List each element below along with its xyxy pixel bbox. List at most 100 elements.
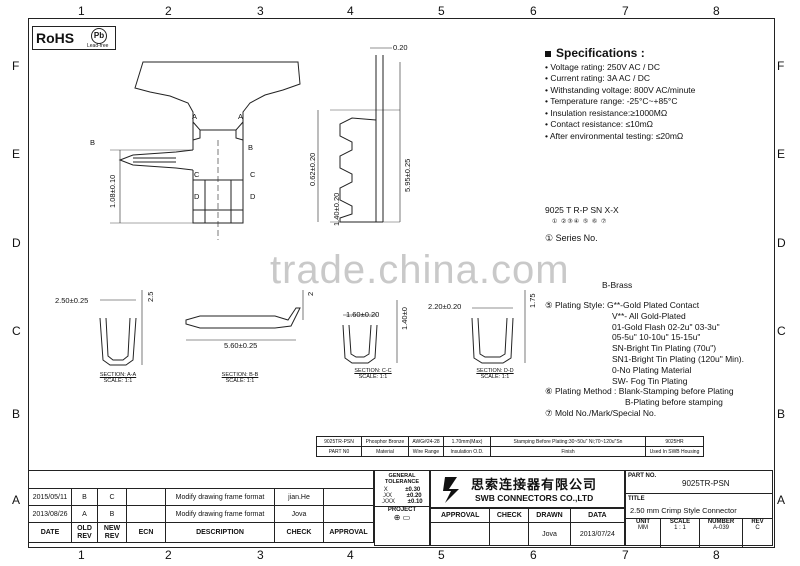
plating-line: B-Plating before stamping [625, 397, 723, 408]
title-value: 2.50 mm Crimp Style Connector [630, 506, 737, 515]
view-letter-d-left: D [194, 192, 200, 201]
signoff-data: DATA [569, 508, 626, 523]
rev-header-approval: APPROVAL [323, 522, 374, 543]
rev-header-old: OLD REV [71, 522, 98, 543]
part-cell: 1.70mm(Max) [443, 436, 491, 447]
dim-108: 1.08±0.10 [108, 174, 117, 208]
rev-value: C [755, 525, 760, 531]
part-cell: Insulation O.D. [443, 446, 491, 457]
company-name-en: SWB CONNECTORS CO.,LTD [475, 493, 594, 503]
plating-line: ⑥ Plating Method : Blank-Stamping before… [545, 386, 734, 397]
col-number-7: 7 [622, 4, 629, 18]
part-cell: Stamping Before Plating:30~50u" Ni;70~12… [490, 436, 646, 447]
signoff-date-value: 2013/07/24 [569, 522, 626, 546]
spec-item: Voltage rating: 250V AC / DC [545, 62, 775, 74]
row-letter-b: B [12, 407, 21, 421]
specifications: Specifications : Voltage rating: 250V AC… [545, 47, 775, 142]
unit-label: UNIT [636, 519, 650, 525]
company-block: 思索连接器有限公司 SWB CONNECTORS CO.,LTD [430, 470, 625, 508]
col-number-6-bottom: 6 [530, 548, 537, 562]
dim-220: 2.20±0.20 [428, 302, 462, 311]
dim-160: 1.60±0.20 [346, 310, 380, 319]
row-letter-a: A [12, 493, 21, 507]
dim-25-height: 2.5 [146, 291, 155, 302]
revision-table: 2015/05/11 B C Modify drawing frame form… [28, 488, 374, 543]
part-no-value: 9025TR-PSN [682, 479, 730, 488]
tolerance-key: .XXX [381, 499, 396, 505]
rev-header-ecn: ECN [126, 522, 166, 543]
part-code-indices: ① ②③④ ⑤ ⑥ ⑦ [552, 219, 608, 225]
part-no-label: PART NO. [628, 473, 657, 479]
lead-free-label: Lead-free [87, 43, 109, 49]
col-number-5: 5 [438, 4, 445, 18]
number-value: A-039 [712, 525, 729, 531]
rohs-badge: RoHS Pb Lead-free [32, 26, 116, 50]
signoff-check: CHECK [489, 508, 530, 523]
col-number-2-bottom: 2 [165, 548, 172, 562]
dim-140-cc: 1.40±0 [400, 307, 409, 330]
spec-item: Contact resistance: ≤10mΩ [545, 119, 775, 131]
rev-old: A [71, 505, 98, 523]
view-letter-b-right: B [248, 143, 254, 152]
rev-desc: Modify drawing frame format [165, 488, 275, 506]
tolerance-value: ±0.10 [407, 499, 423, 505]
part-cell: Wire Range [408, 446, 444, 457]
number-label: NUMBER [707, 519, 735, 525]
series-no: ① Series No. [545, 233, 598, 243]
row-letter-d: D [12, 236, 21, 250]
signoff-table: APPROVAL CHECK DRAWN DATA Jova 2013/07/2… [429, 508, 626, 546]
section-name-b: SECTION: B-B [221, 372, 259, 378]
plating-line: 05-5u" 10-10u" 15-15u" [612, 332, 701, 343]
rohs-label: RoHS [36, 30, 75, 46]
part-cell: AWG#24-28 [408, 436, 444, 447]
watermark: trade.china.com [270, 248, 570, 292]
rev-old: B [71, 488, 98, 506]
tolerance-row: X±0.30 [375, 487, 429, 493]
signoff-drawn: DRAWN [528, 508, 571, 523]
projection-icon: ⊕ ▭ [393, 513, 411, 522]
col-number-8-bottom: 8 [713, 548, 720, 562]
tolerance-title: GENERAL TOLERANCE [384, 473, 420, 485]
rev-header-check: CHECK [274, 522, 324, 543]
company-logo-icon [443, 477, 459, 503]
part-cell: PART N0 [316, 446, 362, 457]
part-cell: Material [361, 446, 409, 457]
col-number-5-bottom: 5 [438, 548, 445, 562]
section-scale-c: SCALE: 1:1 [358, 374, 388, 380]
col-number-4-bottom: 4 [347, 548, 354, 562]
view-letter-b-left: B [90, 138, 96, 147]
scale-value: 1 : 1 [674, 525, 686, 531]
section-label-b: SECTION: B-B SCALE: 1:1 [212, 372, 268, 384]
lead-free-icon: Pb [91, 28, 107, 44]
plating-line: ⑦ Mold No./Mark/Special No. [545, 407, 657, 418]
view-letter-c-left: C [194, 170, 200, 179]
dim-175: 1.75 [528, 293, 537, 308]
rev-check: Jova [274, 505, 324, 523]
plating-line: SN-Bright Tin Plating (70u") [612, 343, 717, 354]
view-letter-a-left: A [192, 112, 198, 121]
tolerance-row: .XXX ±0.10 [375, 499, 429, 505]
tolerance-value: ±0.30 [405, 487, 421, 493]
tolerance-block: GENERAL TOLERANCE X±0.30 .XX±0.20 .XXX±0… [374, 470, 430, 546]
project-label: PROJECT [375, 506, 429, 513]
part-table: 9025TR-PSN Phosphor Bronze AWG#24-28 1.7… [316, 436, 704, 457]
row-letter-a-right: A [777, 493, 786, 507]
section-label-a: SECTION: A-A SCALE: 1:1 [90, 372, 146, 384]
section-name-d: SECTION: D-D [476, 368, 514, 374]
col-number-1-bottom: 1 [78, 548, 85, 562]
signoff-approval-value [429, 522, 491, 546]
tolerance-key: .XX [382, 493, 392, 499]
plating-notes: ⑤ Plating Style: G**-Gold Plated Contact… [545, 300, 744, 419]
title-label: TITLE [628, 496, 645, 502]
rev-check: jian.He [274, 488, 324, 506]
plating-line: SN1-Bright Tin Plating (120u" Min). [612, 353, 744, 364]
section-scale-d: SCALE: 1:1 [480, 374, 510, 380]
row-letter-c: C [12, 324, 21, 338]
scale-label: SCALE [669, 519, 691, 525]
row-letter-c-right: C [777, 324, 786, 338]
col-number-8: 8 [713, 4, 720, 18]
